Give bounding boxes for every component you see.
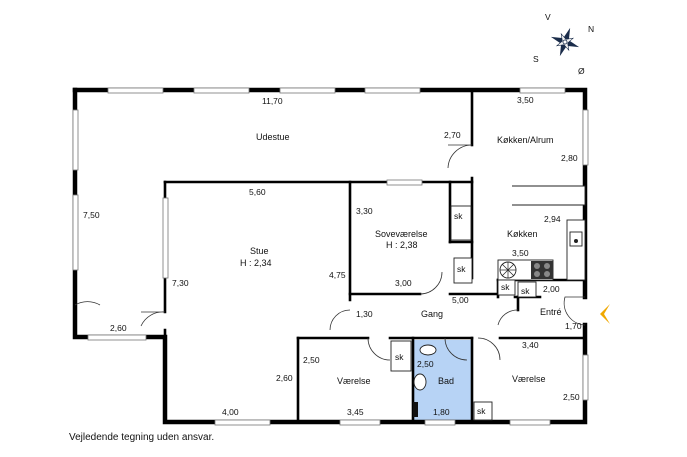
dim-entre-top: 2,00: [543, 284, 560, 294]
room-kokken: Køkken: [507, 229, 538, 239]
washbasin-icon: [413, 373, 427, 391]
dim-udestue-top: 11,70: [262, 96, 283, 106]
dim-vl-bottom: 3,45: [347, 407, 364, 417]
room-kokken-alrum: Køkken/Alrum: [497, 135, 554, 145]
closets: [390, 205, 537, 421]
room-soveværelse-height: H : 2,38: [386, 240, 418, 250]
closet-label: sk: [457, 264, 466, 274]
disclaimer: Vejledende tegning uden ansvar.: [69, 432, 215, 443]
room-stue: Stue: [250, 246, 269, 256]
room-bad: Bad: [438, 376, 454, 386]
room-udestue: Udestue: [256, 132, 290, 142]
closet-label: sk: [477, 406, 486, 416]
bath-fixtures: [413, 344, 437, 417]
dim-bad-w: 1,80: [433, 407, 450, 417]
dim-kokken-w: 2,94: [544, 214, 561, 224]
room-vaerelse-left: Værelse: [337, 376, 371, 386]
closet-label: sk: [454, 211, 463, 221]
dim-bad-h: 2,50: [417, 359, 434, 369]
room-soveværelse: Soveværelse: [375, 229, 428, 239]
dim-vl-left: 2,60: [276, 373, 293, 383]
dim-sove-bottom: 3,00: [395, 278, 412, 288]
dim-alrum-right: 2,80: [561, 153, 578, 163]
compass-icon: [550, 27, 580, 57]
room-stue-height: H : 2,34: [240, 258, 272, 268]
toilet-icon: [419, 344, 437, 356]
windows: [72, 87, 589, 426]
dim-udestue-left: 7,50: [83, 210, 100, 220]
dim-entre-right: 1,70: [565, 321, 582, 331]
dim-vr-right: 2,50: [563, 392, 580, 402]
room-vaerelse-right: Værelse: [512, 374, 546, 384]
sink-icon: [574, 239, 578, 243]
dim-stue-bottom: 4,00: [222, 407, 239, 417]
compass-s: S: [533, 54, 539, 64]
stove-icon: [531, 261, 553, 279]
compass-v: V: [545, 12, 551, 22]
closet-label: sk: [395, 352, 404, 362]
room-gang: Gang: [421, 309, 443, 319]
dim-udestue-bottom: 2,60: [110, 323, 127, 333]
compass-o: Ø: [578, 66, 585, 76]
closet-label: sk: [521, 286, 530, 296]
dim-stue-left: 7,30: [172, 278, 189, 288]
kitchen-counter: [497, 185, 586, 281]
dim-sove-left: 3,30: [356, 206, 373, 216]
dim-stue-top: 5,60: [249, 187, 266, 197]
dim-vl-top: 2,50: [303, 355, 320, 365]
entry-arrow-icon: [600, 304, 610, 324]
room-entre: Entré: [540, 307, 562, 317]
doors: [74, 144, 586, 361]
compass-n: N: [588, 24, 594, 34]
dim-vr-top: 3,40: [522, 340, 539, 350]
dim-stue-right: 4,75: [329, 270, 346, 280]
dim-gang-h: 1,30: [356, 309, 373, 319]
dim-alrum-top: 3,50: [517, 95, 534, 105]
dim-gang-w: 5,00: [452, 295, 469, 305]
dim-kokken-d: 3,50: [512, 248, 529, 258]
dim-udestue-inner: 2,70: [444, 130, 461, 140]
closet-label: sk: [501, 282, 510, 292]
